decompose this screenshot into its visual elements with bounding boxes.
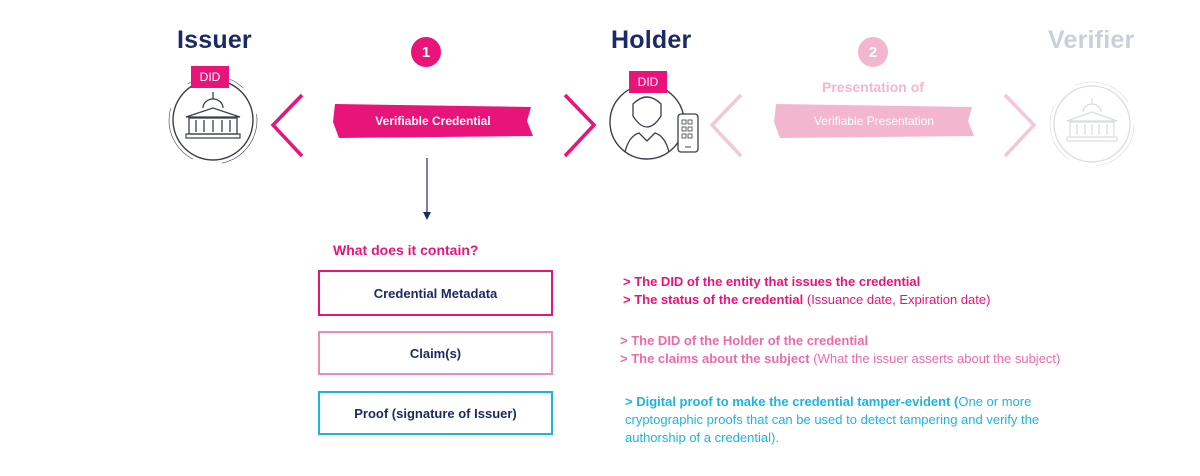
claims-box: Claim(s) <box>318 331 553 375</box>
metadata-desc-line2-bold: > The status of the credential <box>623 292 804 307</box>
credential-metadata-box: Credential Metadata <box>318 270 553 316</box>
down-arrow-icon <box>423 158 431 220</box>
claims-desc-line2-bold: > The claims about the subject <box>620 351 810 366</box>
verifiable-credential-label: Verifiable Credential <box>375 114 491 128</box>
proof-label: Proof (signature of Issuer) <box>354 405 517 421</box>
verifier-building-icon <box>1049 81 1135 167</box>
metadata-desc-line2-rest: (Issuance date, Expiration date) <box>803 292 991 307</box>
proof-box: Proof (signature of Issuer) <box>318 391 553 435</box>
issuer-did-tag: DID <box>191 66 229 88</box>
tape-shape <box>333 104 533 138</box>
verifiable-presentation-banner: Verifiable Presentation <box>772 102 976 140</box>
verifiable-credential-banner: Verifiable Credential <box>331 102 535 140</box>
credential-metadata-label: Credential Metadata <box>373 285 498 301</box>
tape-shape-faded <box>774 104 974 138</box>
step-one-badge: 1 <box>411 37 441 67</box>
proof-desc-rest: One or more cryptographic proofs that ca… <box>625 394 1040 445</box>
holder-title: Holder <box>611 26 692 54</box>
claims-desc-line2-rest: (What the issuer asserts about the subje… <box>809 351 1061 366</box>
metadata-desc-line1: > The DID of the entity that issues the … <box>623 274 921 289</box>
contents-question: What does it contain? <box>333 242 479 258</box>
metadata-description: > The DID of the entity that issues the … <box>623 273 1143 309</box>
verifiable-presentation-label: Verifiable Presentation <box>813 114 935 128</box>
claims-label: Claim(s) <box>409 345 462 361</box>
chevron-right-icon <box>563 93 597 158</box>
holder-did-tag: DID <box>629 71 667 93</box>
proof-description: > Digital proof to make the credential t… <box>625 393 1065 447</box>
proof-desc-bold: > Digital proof to make the credential t… <box>625 394 959 409</box>
step-two-badge: 2 <box>858 37 888 67</box>
verifier-title: Verifier <box>1048 26 1135 54</box>
chevron-left-icon <box>270 93 304 158</box>
issuer-building-icon <box>168 75 258 165</box>
chevron-left-faded-icon <box>709 93 743 158</box>
smartphone-icon <box>677 113 699 153</box>
claims-desc-line1: > The DID of the Holder of the credentia… <box>620 333 869 348</box>
presentation-of-label: Presentation of <box>822 79 924 95</box>
chevron-right-faded-icon <box>1003 93 1037 158</box>
issuer-title: Issuer <box>177 26 252 54</box>
holder-person-icon <box>609 84 685 160</box>
claims-description: > The DID of the Holder of the credentia… <box>620 332 1180 368</box>
